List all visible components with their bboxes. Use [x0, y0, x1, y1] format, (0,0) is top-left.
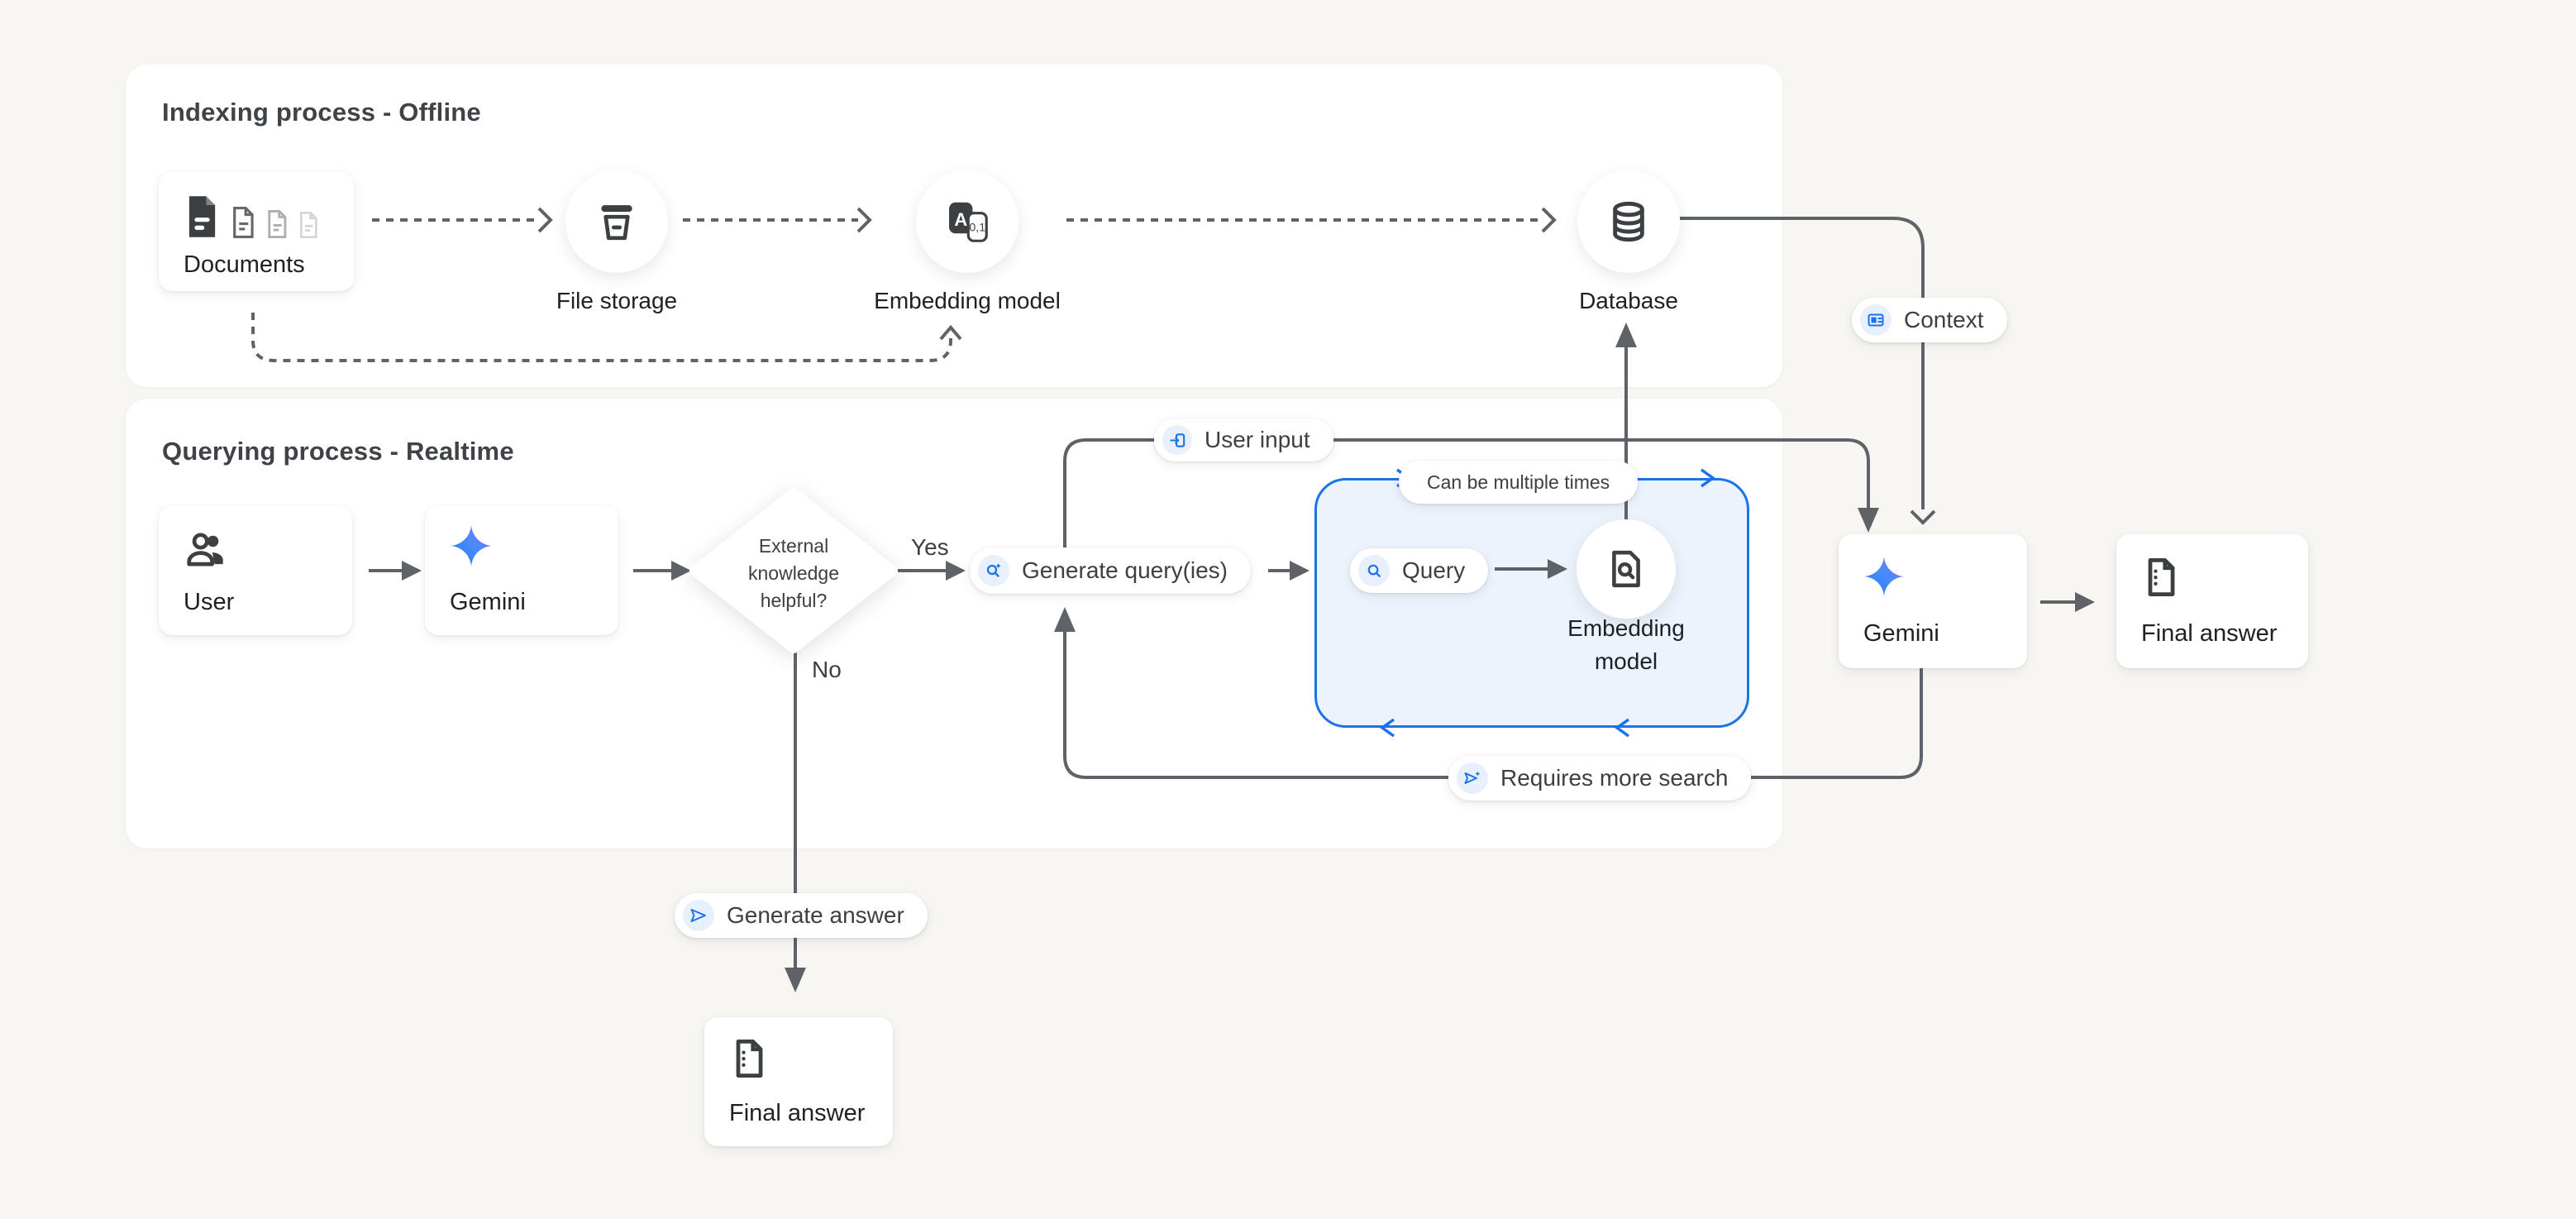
retrieval-loop-box	[1314, 478, 1749, 728]
arrowhead-icon	[1548, 559, 1567, 579]
user-label: User	[184, 589, 235, 615]
final-answer-right-card: Final answer	[2116, 534, 2308, 668]
generate-queries-pill: Generate query(ies)	[970, 547, 1252, 594]
loop-arrow-left-icon	[1379, 718, 1395, 738]
document-outline-icon	[300, 212, 317, 238]
gemini-query-card: Gemini	[425, 506, 618, 635]
search-spark-icon	[978, 555, 1009, 586]
document-outline-icon	[233, 207, 254, 238]
can-be-multiple-times-pill: Can be multiple times	[1399, 461, 1639, 504]
generate-answer-label: Generate answer	[727, 902, 904, 928]
context-arrowhead	[1910, 509, 1936, 525]
yes-edge-label: Yes	[911, 534, 949, 560]
file-storage-node	[565, 170, 668, 273]
gemini-query-label: Gemini	[450, 589, 526, 615]
dashed-arrowheads	[537, 207, 1557, 341]
arrowhead-icon	[671, 561, 691, 581]
file-storage-label: File storage	[556, 288, 678, 313]
document-answer-icon	[736, 1040, 763, 1078]
user-card: User	[159, 506, 352, 635]
send-spark-icon	[1457, 762, 1488, 794]
filled-arrowheads	[402, 323, 2095, 992]
can-be-multiple-times-label: Can be multiple times	[1427, 471, 1610, 493]
query-pill: Query	[1350, 548, 1489, 593]
dashed-arrows	[251, 218, 1543, 362]
documents-stack-icon	[180, 194, 322, 240]
article-icon	[1860, 304, 1891, 336]
users-icon	[187, 533, 223, 566]
edge-documents-embedding-loop	[251, 313, 952, 362]
arrowhead-up-icon	[939, 324, 962, 341]
svg-text:0,1: 0,1	[969, 222, 985, 235]
document-search-icon	[1612, 550, 1640, 588]
edge-userinput-gemini	[1063, 438, 1870, 547]
final-answer-bottom-label: Final answer	[729, 1100, 866, 1126]
document-outline-icon	[268, 210, 287, 238]
gemini-star-icon	[1863, 556, 1905, 597]
loop-arrow-right-icon	[1700, 468, 1716, 488]
embedding-model-offline-node: A 0,1	[916, 170, 1018, 273]
login-icon	[1162, 425, 1192, 455]
context-pill-label: Context	[1904, 307, 1984, 332]
arrowhead-icon	[785, 968, 806, 992]
documents-label: Documents	[184, 251, 305, 278]
send-icon	[683, 900, 714, 931]
arrowhead-icon	[946, 561, 966, 581]
arrowhead-icon	[1054, 607, 1076, 632]
context-pill: Context	[1852, 298, 2007, 342]
database-node	[1577, 170, 1680, 273]
database-label: Database	[1579, 288, 1678, 313]
database-icon	[1613, 201, 1644, 242]
document-answer-icon	[2148, 558, 2175, 596]
arrowhead-icon	[2075, 592, 2095, 612]
svg-text:A: A	[954, 209, 967, 230]
user-input-label: User input	[1205, 427, 1310, 452]
indexing-panel-title: Indexing process - Offline	[162, 98, 481, 127]
gemini-star-icon	[450, 524, 493, 567]
arrowhead-icon	[1541, 207, 1557, 233]
solid-lines	[369, 217, 2083, 979]
embedding-model-realtime-label: Embedding model	[1567, 615, 1685, 674]
edge-database-context-gemini	[1680, 217, 1925, 509]
no-edge-label: No	[812, 657, 842, 682]
arrowhead-icon	[537, 207, 553, 233]
decision-diamond	[686, 485, 901, 661]
arrowhead-down-icon	[1910, 509, 1936, 525]
final-answer-bottom-card: Final answer	[704, 1017, 893, 1146]
arrowhead-icon	[1615, 323, 1637, 347]
arrowhead-icon	[1858, 508, 1879, 533]
embedding-model-realtime-node	[1577, 519, 1676, 619]
requires-more-search-pill: Requires more search	[1448, 756, 1752, 801]
generate-answer-pill: Generate answer	[675, 893, 928, 938]
gemini-answer-label: Gemini	[1863, 620, 1939, 647]
query-label: Query	[1402, 557, 1466, 583]
generate-queries-label: Generate query(ies)	[1022, 557, 1228, 583]
loop-arrow-left-icon	[1614, 718, 1630, 738]
requires-more-search-label: Requires more search	[1500, 765, 1729, 791]
storage-bucket-icon	[601, 205, 632, 241]
search-icon	[1358, 555, 1390, 586]
embedding-model-offline-label: Embedding model	[874, 288, 1061, 313]
arrowhead-icon	[402, 561, 422, 581]
decision-label: External knowledge helpful?	[748, 535, 839, 611]
querying-panel-title: Querying process - Realtime	[162, 437, 514, 466]
arrowhead-icon	[856, 207, 872, 233]
document-filled-icon	[188, 196, 216, 237]
documents-card: Documents	[159, 172, 354, 291]
arrowhead-icon	[1290, 561, 1309, 581]
user-input-pill: User input	[1154, 418, 1333, 461]
gemini-answer-card: Gemini	[1839, 534, 2027, 668]
text-to-vector-icon: A 0,1	[949, 202, 988, 242]
final-answer-right-label: Final answer	[2141, 620, 2278, 647]
loop-direction-arrows	[1379, 468, 1716, 738]
